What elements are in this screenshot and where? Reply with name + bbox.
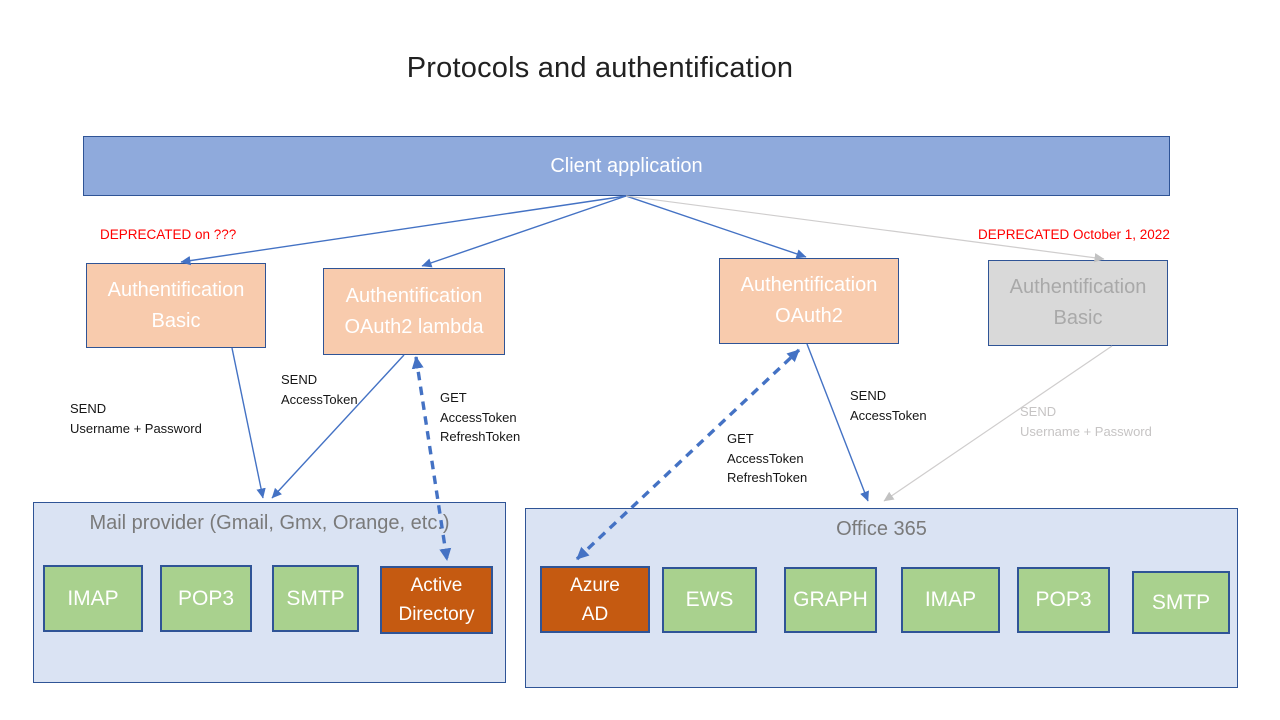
azure-ad-box: Azure AD — [540, 566, 650, 633]
auth-basic-right-box: Authentification Basic — [988, 260, 1168, 346]
auth-oauth2-box: Authentification OAuth2 — [719, 258, 899, 344]
client-application-box: Client application — [83, 136, 1170, 196]
arrow-basic-left-to-mail-provider — [231, 347, 266, 499]
auth-basic-left-box: Authentification Basic — [86, 263, 266, 348]
page-title: Protocols and authentification — [406, 52, 794, 84]
deprecated-left-label: DEPRECATED on ??? — [100, 227, 237, 242]
arrow-client-to-basic-left — [180, 195, 627, 266]
office-graph-box: GRAPH — [784, 567, 877, 633]
client-application-label: Client application — [550, 154, 703, 177]
send-username-password-right-label: SEND Username + Password — [1020, 404, 1152, 439]
mail-smtp-box: SMTP — [272, 565, 359, 632]
get-tokens-right-label: GET AccessToken RefreshToken — [727, 431, 808, 485]
office-smtp-box: SMTP — [1132, 571, 1230, 634]
send-username-password-left-label: SEND Username + Password — [70, 401, 202, 436]
office365-title: Office 365 — [836, 518, 927, 540]
send-accesstoken-right-label: SEND AccessToken — [850, 388, 927, 423]
mail-provider-title: Mail provider (Gmail, Gmx, Orange, etc.) — [89, 512, 450, 534]
get-tokens-left-label: GET AccessToken RefreshToken — [440, 390, 521, 444]
mail-pop3-box: POP3 — [160, 565, 252, 632]
arrow-client-to-oauth2-lambda — [421, 195, 627, 268]
send-accesstoken-left-label: SEND AccessToken — [281, 372, 358, 407]
active-directory-box: Active Directory — [380, 566, 493, 634]
office-ews-box: EWS — [662, 567, 757, 633]
deprecated-right-label: DEPRECATED October 1, 2022 — [978, 227, 1170, 242]
mail-imap-box: IMAP — [43, 565, 143, 632]
office-pop3-box: POP3 — [1017, 567, 1110, 633]
arrow-client-to-oauth2 — [625, 195, 807, 259]
office-imap-box: IMAP — [901, 567, 1000, 633]
auth-oauth2-lambda-box: Authentification OAuth2 lambda — [323, 268, 505, 355]
